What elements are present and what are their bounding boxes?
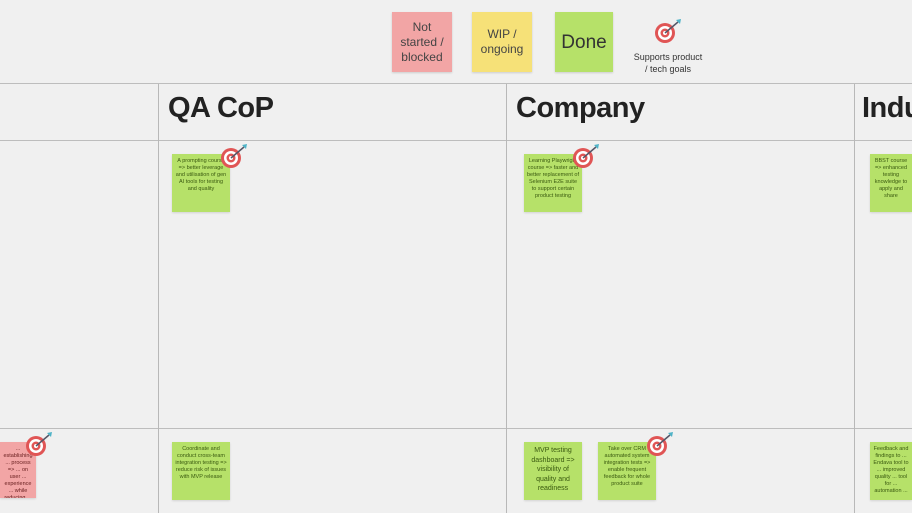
target-icon xyxy=(647,432,673,456)
sticky-industry-feedback[interactable]: Feedback and findings to ... Endava tool… xyxy=(870,442,912,500)
header-top-line xyxy=(0,83,912,84)
sticky-qa-integration-testing[interactable]: Coordinate and conduct cross-team integr… xyxy=(172,442,230,500)
header-bottom-line xyxy=(0,140,912,141)
legend-goal-label: Supports product / tech goals xyxy=(633,52,703,74)
sticky-company-crm-tests[interactable]: Take over CRM automated system integrati… xyxy=(598,442,656,500)
column-header-industry: Indu xyxy=(862,92,912,124)
target-icon xyxy=(655,19,681,43)
sticky-company-playwright-course[interactable]: Learning Playwright course => faster and… xyxy=(524,154,582,212)
target-icon xyxy=(221,144,247,168)
column-divider-3 xyxy=(854,84,855,513)
target-icon xyxy=(573,144,599,168)
legend-wip-swatch[interactable]: WIP / ongoing xyxy=(472,12,532,72)
column-divider-1 xyxy=(158,84,159,513)
sticky-industry-bbst-course[interactable]: BBST course => enhanced testing knowledg… xyxy=(870,154,912,212)
column-header-qa-cop: QA CoP xyxy=(168,92,274,124)
row-divider-line xyxy=(0,428,912,429)
sticky-qa-prompting-course[interactable]: A prompting course => better leverage an… xyxy=(172,154,230,212)
legend-done-swatch[interactable]: Done xyxy=(555,12,613,72)
column-divider-2 xyxy=(506,84,507,513)
sticky-company-mvp-dashboard[interactable]: MVP testing dashboard => visibility of q… xyxy=(524,442,582,500)
legend-goal[interactable]: Supports product / tech goals xyxy=(628,18,708,75)
legend-not-started-swatch[interactable]: Not started / blocked xyxy=(392,12,452,72)
column-header-company: Company xyxy=(516,92,645,124)
target-icon xyxy=(26,432,52,456)
